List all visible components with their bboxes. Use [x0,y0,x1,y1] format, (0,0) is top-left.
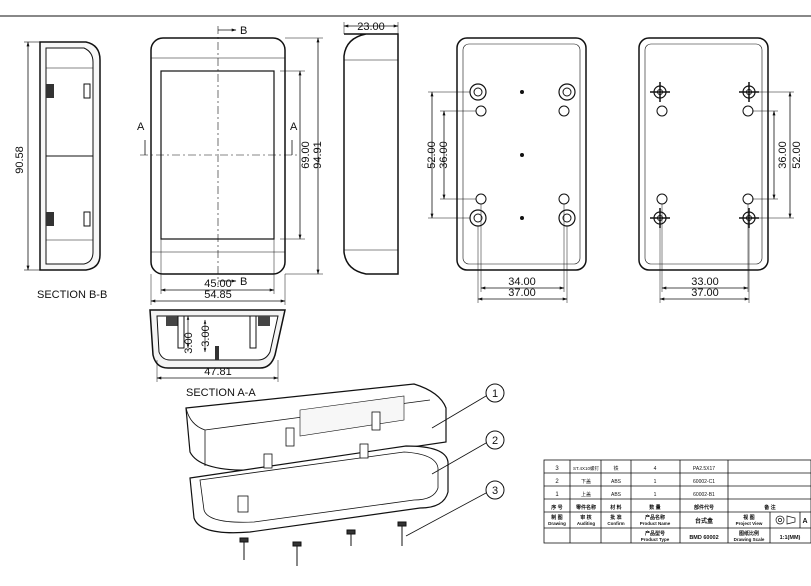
row1-qty: 1 [654,492,657,498]
callout-1: 1 [492,388,498,400]
title-block-text: 3 ST.4X10螺钉 铁 4 PA2.5X17 2 下盖 ABS 1 6000… [548,465,807,542]
dim-54-85: 54.85 [204,289,232,301]
product-type-value: BMD 60002 [689,535,718,541]
front-view: B B A A 69.00 94.91 45.00 54.85 [137,25,324,305]
row3-name: ST.4X10螺钉 [573,465,600,472]
product-name-value: 台式盒 [695,517,714,525]
drawing-scale-en: Drawing Scale [734,537,765,542]
side-view: 23.00 [343,21,399,275]
top-inside-view: 36.00 52.00 33.00 37.00 [638,37,803,303]
section-bb-label: SECTION B-B [37,289,107,301]
dim-36-00-right: 36.00 [777,141,789,169]
row3-qty: 4 [654,466,657,472]
product-type-en: Product Type [641,537,670,542]
bottom-view: 52.00 36.00 34.00 37.00 [426,37,587,303]
hdr-name: 零件名称 [576,504,596,511]
row3-material: 铁 [613,465,618,472]
dim-90-58: 90.58 [14,146,26,174]
product-name-en: Product Name [640,521,671,526]
cut-label-b-top: B [240,25,247,37]
row2-no: 2 [555,479,559,485]
drawing-en: Drawing [548,521,566,526]
cut-label-a-right: A [290,121,298,133]
auditing-en: Auditing [577,521,595,526]
section-bb-view: 90.58 SECTION B-B [14,41,107,301]
product-name-cn: 产品名称 [645,514,665,521]
dim-47-81: 47.81 [204,366,232,378]
project-view-letter: A [802,518,807,525]
cut-label-a-left: A [137,121,145,133]
hdr-part: 部件代号 [694,504,714,511]
cut-label-b-bottom: B [240,276,247,288]
dim-45-00: 45.00 [204,278,232,290]
hdr-material: 材 料 [610,504,621,511]
confirm-cn: 批 准 [610,514,621,521]
title-block [543,459,811,544]
dim-3-00-a: 3.00 [183,332,195,353]
row1-no: 1 [555,492,559,498]
row3-part: PA2.5X17 [693,466,715,472]
dim-23-00: 23.00 [357,21,385,33]
callout-3: 3 [492,485,498,497]
row2-name: 下盖 [581,478,591,485]
drawing-scale-cn: 图纸比例 [739,530,759,537]
dim-37-00-top: 37.00 [691,287,719,299]
section-aa-view: 3.00 3.00 47.81 SECTION A-A [149,309,286,399]
dim-3-00-b: 3.00 [200,325,212,346]
dim-37-00-bottom: 37.00 [508,287,536,299]
row1-part: 60002-B1 [693,492,715,498]
exploded-view [185,383,505,566]
dim-36-00-left: 36.00 [438,141,450,169]
row2-qty: 1 [654,479,657,485]
dim-52-00-left: 52.00 [426,141,438,169]
section-aa-label: SECTION A-A [186,387,256,399]
drawing-scale-value: 1:1(MM) [780,535,801,541]
dim-34-00: 34.00 [508,276,536,288]
projection-symbol-icon [775,515,796,525]
row1-name: 上盖 [581,491,591,498]
hdr-no: 序 号 [550,504,562,511]
product-type-cn: 产品型号 [645,530,665,537]
row2-part: 60002-C1 [693,479,715,485]
project-view-cn: 视 图 [743,514,754,521]
dim-52-00-right: 52.00 [791,141,803,169]
row1-material: ABS [611,492,622,498]
hdr-qty: 数 量 [649,504,660,511]
dim-69-00: 69.00 [300,141,312,169]
callout-2: 2 [492,435,498,447]
row2-material: ABS [611,479,622,485]
hdr-remark: 备 注 [763,504,775,511]
row3-no: 3 [555,466,559,472]
dim-94-91: 94.91 [312,141,324,169]
confirm-en: Confirm [607,521,624,526]
auditing-cn: 审 核 [580,514,591,521]
dim-33-00: 33.00 [691,276,719,288]
drawing-cn: 制 图 [551,514,562,521]
project-view-en: Project View [736,521,763,526]
